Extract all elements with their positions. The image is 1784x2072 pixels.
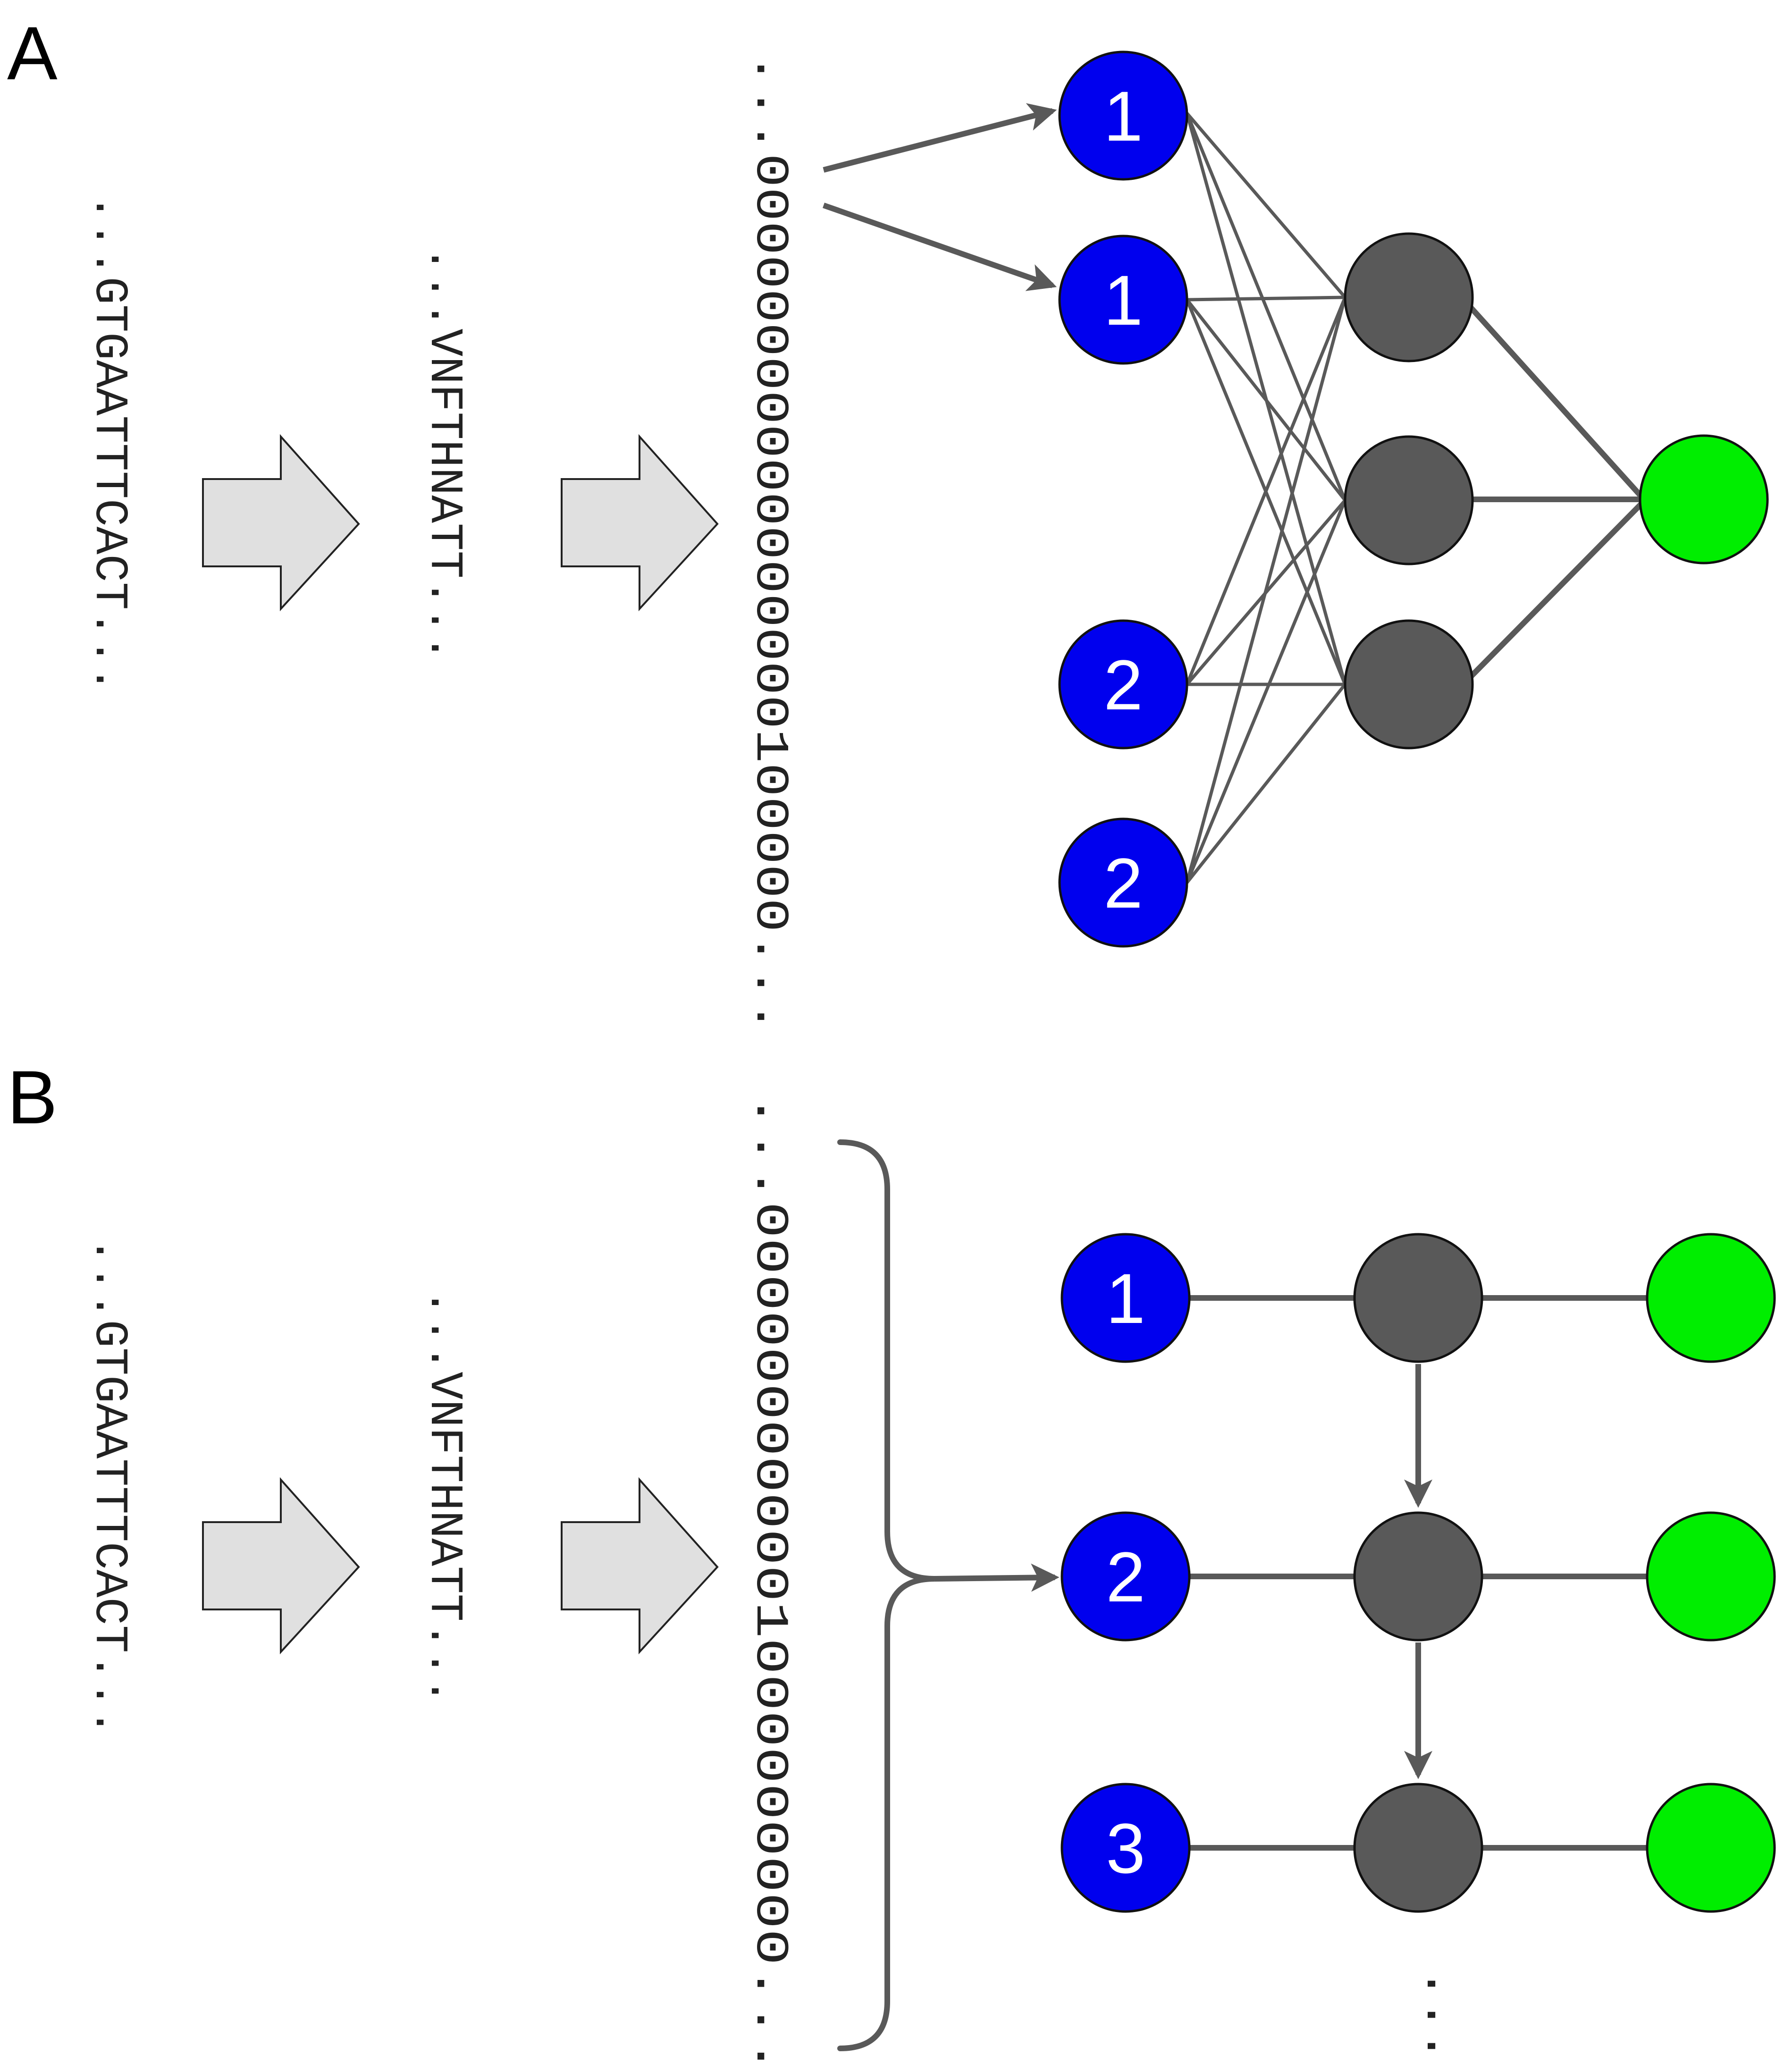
- input-node-b1: 1: [1060, 1233, 1191, 1363]
- input-node-b2: 2: [1060, 1511, 1191, 1642]
- dna-sequence-a: ...GTGAATTTCACT...: [83, 194, 135, 693]
- input-node-label: 2: [1103, 645, 1143, 724]
- input-arrow-2: [823, 202, 1057, 291]
- hidden-node-b3: [1353, 1783, 1483, 1913]
- output-node-b2: [1646, 1511, 1776, 1642]
- input-node-circle: [1058, 235, 1188, 365]
- binary-encoding-b: ...000000000001000000000...: [743, 1093, 796, 2072]
- process-arrow-a2: [561, 434, 719, 612]
- input-node-a4: 2: [1058, 817, 1188, 948]
- row-connections: [1187, 1295, 1647, 1851]
- output-node-b3: [1646, 1783, 1776, 1913]
- input-node-circle: [1060, 1511, 1191, 1642]
- input-node-label: 3: [1106, 1809, 1145, 1888]
- input-node-label: 1: [1103, 76, 1143, 156]
- input-node-circle: [1060, 1233, 1191, 1363]
- connections-input-hidden: [1185, 112, 1347, 884]
- input-node-label: 2: [1103, 843, 1143, 923]
- input-node-circle: [1060, 1783, 1191, 1913]
- hidden-node-a1: [1344, 232, 1474, 362]
- process-arrow-b2: [561, 1477, 719, 1655]
- process-arrow-b1: [202, 1477, 360, 1655]
- input-node-label: 1: [1106, 1259, 1145, 1338]
- hidden-node-a2: [1344, 435, 1474, 565]
- output-node-a: [1639, 434, 1769, 564]
- input-node-label: 1: [1103, 261, 1143, 340]
- input-node-a2: 1: [1058, 235, 1188, 365]
- output-node-b1: [1646, 1233, 1776, 1363]
- process-arrow-a1: [202, 434, 360, 612]
- input-node-a1: 1: [1058, 51, 1188, 181]
- panel-label-a: A: [7, 11, 58, 95]
- hidden-node-b1: [1353, 1233, 1483, 1363]
- grouping-brace: [837, 1139, 935, 2051]
- hidden-node-a3: [1344, 619, 1474, 750]
- input-node-label: 2: [1106, 1537, 1145, 1617]
- connections-hidden-output: [1468, 304, 1647, 680]
- protein-sequence-b: ...VNFTHNATT...: [418, 1289, 470, 1705]
- input-node-circle: [1058, 619, 1188, 750]
- input-arrow-1: [823, 103, 1057, 173]
- input-node-a3: 2: [1058, 619, 1188, 750]
- binary-encoding-a: ...00000000000000000100000...: [743, 52, 796, 1034]
- input-node-b3: 3: [1060, 1783, 1191, 1913]
- input-node-circle: [1058, 817, 1188, 948]
- continuation-dots: ...: [1412, 1968, 1471, 2062]
- brace-arrow: [934, 1563, 1060, 1592]
- input-node-circle: [1058, 51, 1188, 181]
- panel-label-b: B: [7, 1055, 58, 1139]
- dna-sequence-b: ...GTGAATTTCACT...: [83, 1237, 135, 1736]
- hidden-node-b2: [1353, 1511, 1483, 1642]
- protein-sequence-a: ...VNFTHNATT...: [418, 245, 470, 662]
